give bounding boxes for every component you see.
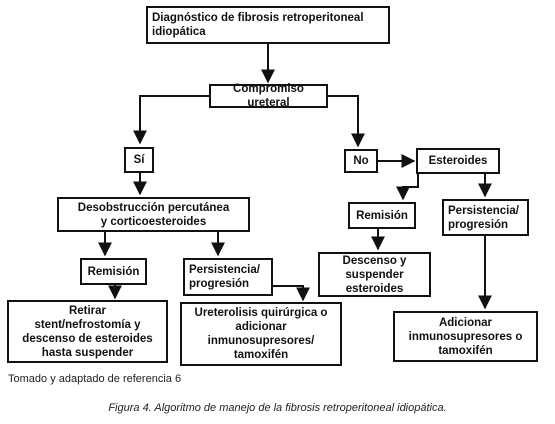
node-desobstruccion: Desobstrucción percutánea y corticoester… (57, 197, 250, 232)
node-compromiso-ureteral: Compromiso ureteral (209, 83, 328, 109)
figure-caption: Figura 4. Algoritmo de manejo de la fibr… (108, 402, 447, 414)
source-note: Tomado y adaptado de referencia 6 (8, 373, 182, 385)
arrow-compromiso-si (133, 95, 210, 145)
arrow-compromiso-no (327, 95, 365, 148)
node-retirar-stent: Retirar stent/nefrostomía y descenso de … (7, 300, 168, 363)
node-si: Sí (124, 147, 154, 173)
node-descenso: Descenso y suspender esteroides (318, 252, 431, 297)
node-ureterolisis: Ureterolisis quirúrgica o adicionar inmu… (180, 302, 342, 366)
node-persistencia-right: Persistencia/ progresión (442, 199, 529, 236)
node-persistencia-left: Persistencia/ progresión (183, 258, 273, 296)
node-remision-left: Remisión (80, 258, 147, 285)
node-no: No (344, 149, 378, 173)
node-diagnostico: Diagnóstico de fibrosis retroperitoneal … (146, 6, 390, 44)
arrow-persistencia-ureterolisis (272, 285, 310, 302)
arrow-esteroides-remision (396, 173, 419, 201)
node-remision-right: Remisión (348, 202, 416, 229)
node-adicionar: Adicionar inmunosupresores o tamoxifén (393, 311, 538, 362)
node-esteroides: Esteroides (416, 148, 500, 174)
